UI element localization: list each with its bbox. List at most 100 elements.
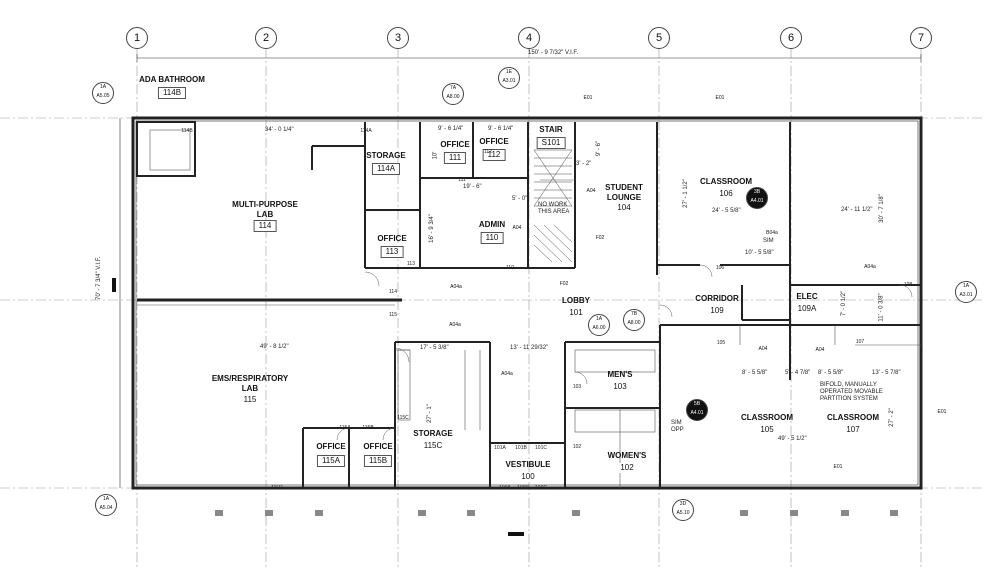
room-name-office-115b: OFFICE — [363, 442, 393, 451]
door-tag: 114 — [389, 289, 397, 295]
finish-tag: B04a — [766, 230, 778, 236]
room-name-classroom-107: CLASSROOM — [827, 413, 879, 422]
dimension: 24' - 11 1/2" — [841, 207, 873, 213]
door-tag: 115 — [389, 312, 397, 318]
column-markers — [215, 510, 898, 516]
room-name-vestibule: VESTIBULE — [505, 460, 551, 469]
room-number-office-115b: 115B — [363, 455, 393, 467]
room-name-storage-114a: STORAGE — [366, 151, 406, 160]
grid-bubble-2: 2 — [255, 27, 277, 49]
grid-bubble-4: 4 — [518, 27, 540, 49]
door-tag: 101B — [515, 445, 527, 451]
dimension: 30' - 7 1/8" — [878, 194, 885, 223]
grid-bubble-1: 1 — [126, 27, 148, 49]
dimension: 27' - 1 1/2" — [682, 179, 689, 208]
room-name-lobby: LOBBY — [562, 296, 590, 305]
dimension: 49' - 8 1/2" — [260, 344, 289, 350]
dimension: 5' - 0" — [512, 196, 528, 202]
dimension: 16' - 9 3/4" — [428, 214, 435, 243]
room-number-lobby: 101 — [565, 308, 587, 318]
door-tag: 101C — [535, 445, 547, 451]
door-tag: 112 — [484, 149, 492, 155]
room-name-stair: STAIR — [539, 125, 563, 134]
dimension: 9' - 6" — [596, 140, 603, 157]
room-number-corridor: 109 — [706, 306, 728, 316]
detail-lines — [137, 129, 921, 488]
finish-tag: F02 — [559, 281, 569, 287]
room-name-office-112: OFFICE — [479, 137, 509, 146]
room-name-office-113: OFFICE — [377, 234, 407, 243]
door-tag: 103 — [572, 384, 582, 390]
room-name-corridor: CORRIDOR — [695, 294, 739, 303]
door-tag: 102 — [572, 444, 582, 450]
room-name-office-111: OFFICE — [440, 140, 470, 149]
finish-tag: E01 — [583, 95, 593, 101]
room-number-classroom-107: 107 — [842, 425, 864, 435]
room-name-classroom-106: CLASSROOM — [700, 177, 752, 186]
finish-tag: A04 — [815, 347, 825, 353]
finish-tag: A04a — [501, 371, 513, 377]
door-tag: 115B — [362, 425, 374, 431]
room-number-stair: S101 — [536, 137, 566, 149]
dimension: 24' - 5 5/8" — [712, 208, 741, 214]
room-number-office-111: 111 — [443, 152, 467, 164]
room-number-office-115a: 115A — [316, 455, 346, 467]
room-number-office-112: 112 — [482, 149, 506, 161]
grid-bubble-3: 3 — [387, 27, 409, 49]
note-bifold-partition: BIFOLD, MANUALLY OPERATED MOVABLE PARTIT… — [820, 382, 883, 402]
room-number-vestibule: 100 — [517, 472, 539, 482]
finish-tag: A04 — [512, 225, 522, 231]
grid-bubble-6: 6 — [780, 27, 802, 49]
door-tag: 106 — [715, 265, 725, 271]
dimension: 19' - 6" — [463, 184, 482, 190]
door-tag: 111 — [458, 177, 466, 183]
room-name-womens: WOMEN'S — [607, 451, 647, 460]
door-tag: 100A — [499, 485, 511, 491]
finish-tag: A04 — [586, 188, 596, 194]
door-tag: 115C — [397, 415, 409, 421]
dimension: 5' - 4 7/8" — [785, 370, 811, 376]
finish-tag: E01 — [937, 409, 947, 415]
door-tag: 100B — [517, 485, 529, 491]
note-sim-opp: SIM OPP — [671, 420, 684, 433]
door-tag: 113 — [407, 261, 415, 267]
dimension: 7' - 0 1/2" — [841, 290, 848, 317]
room-number-storage-114a: 114A — [371, 163, 401, 175]
interior-walls — [136, 121, 921, 488]
door-tag: 101A — [494, 445, 506, 451]
door-tag: 105 — [716, 340, 726, 346]
finish-tag: E01 — [833, 464, 843, 470]
finish-tag: A04a — [864, 264, 876, 270]
finish-tag: E01 — [715, 95, 725, 101]
dimension: 9' - 6 1/4" — [438, 126, 464, 132]
room-number-office-113: 113 — [380, 246, 404, 258]
dimension: 8' - 5 5/8" — [742, 370, 768, 376]
room-number-student-lounge: 104 — [613, 203, 635, 213]
room-number-womens: 102 — [616, 463, 638, 473]
stair-treads — [533, 149, 573, 263]
room-name-elec: ELEC — [796, 292, 818, 301]
door-tag: 100C — [535, 485, 547, 491]
dimension: 13' - 5 7/8" — [872, 370, 901, 376]
finish-tag: A04 — [758, 346, 768, 352]
dimension: 10' — [432, 151, 439, 160]
room-number-classroom-105: 105 — [756, 425, 778, 435]
room-name-mens: MEN'S — [607, 370, 633, 379]
dimension: 17' - 5 3/8" — [420, 345, 449, 351]
overall-dimension: 150' - 9 7/32" V.I.F. — [528, 50, 579, 56]
overall-dimension-line — [119, 54, 922, 488]
room-number-elec: 109A — [793, 304, 821, 314]
finish-tag: A04a — [450, 284, 462, 290]
room-name-student-lounge: STUDENT LOUNGE — [605, 183, 643, 202]
door-tag: 115A — [339, 425, 351, 431]
